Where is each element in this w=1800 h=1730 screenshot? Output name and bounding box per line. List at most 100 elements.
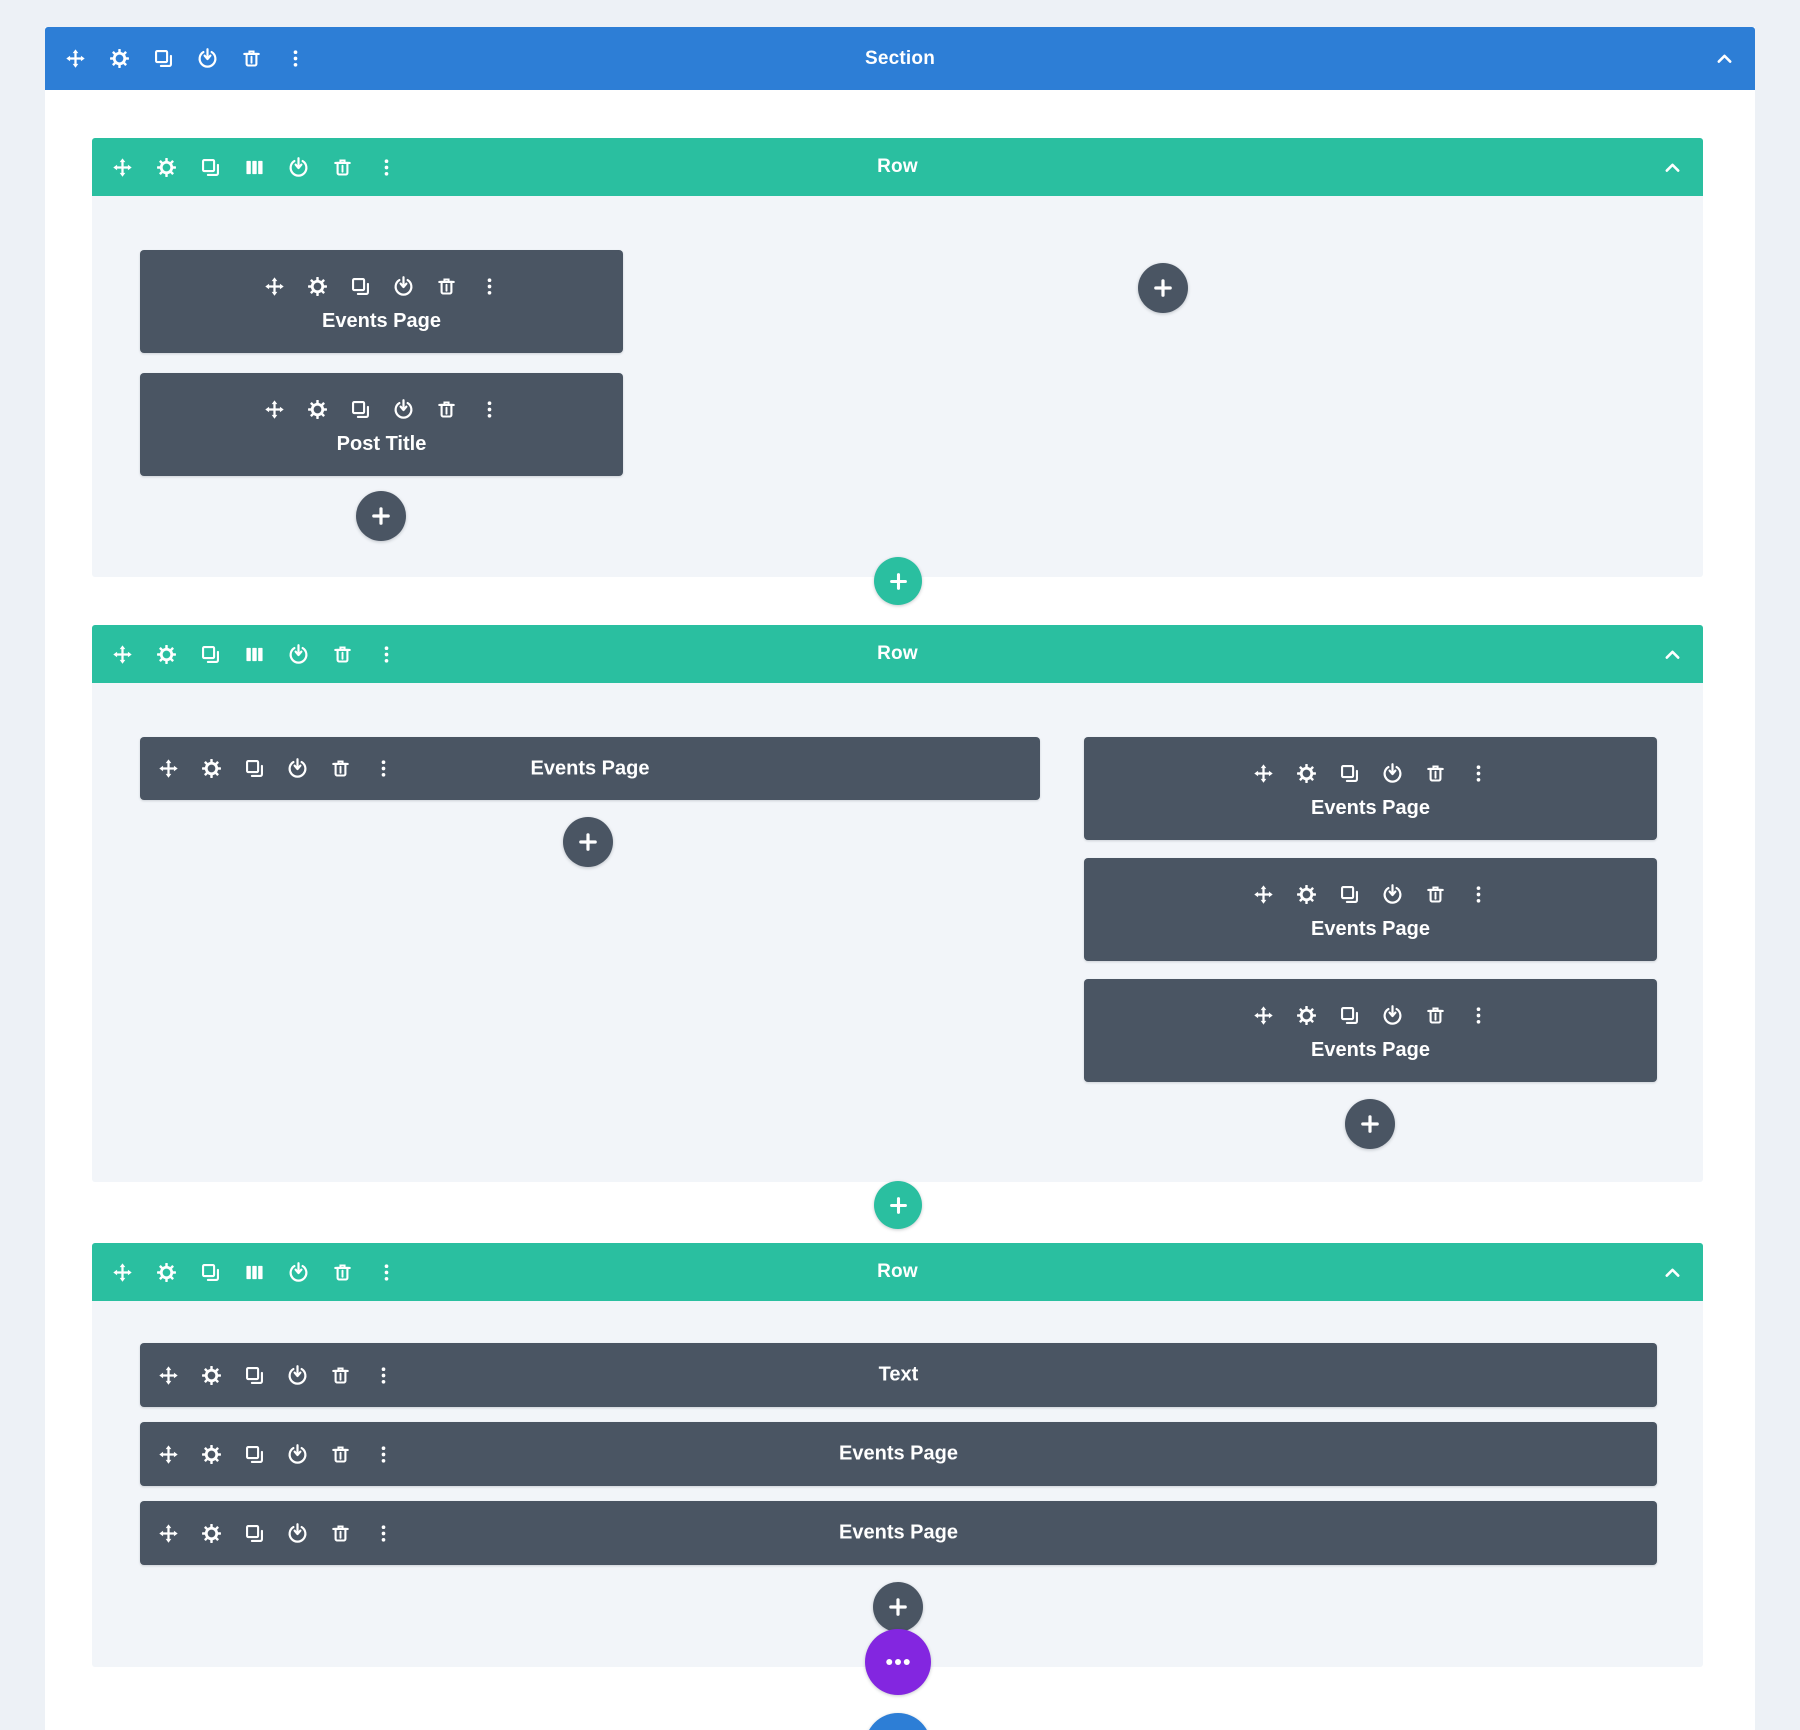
gear-icon[interactable] xyxy=(1296,763,1317,784)
duplicate-icon[interactable] xyxy=(200,644,221,665)
duplicate-icon[interactable] xyxy=(153,48,174,69)
module-events-page[interactable]: Events Page xyxy=(1084,858,1657,961)
chevron-up-icon[interactable] xyxy=(1662,157,1683,178)
module-title: Events Page xyxy=(322,310,441,332)
column-structure-icon[interactable] xyxy=(244,157,265,178)
row-header-bar[interactable]: Row xyxy=(92,625,1703,683)
move-icon[interactable] xyxy=(112,157,133,178)
add-row-button[interactable] xyxy=(874,1181,922,1229)
save-icon[interactable] xyxy=(393,399,414,420)
more-dots-icon[interactable] xyxy=(376,644,397,665)
save-icon[interactable] xyxy=(288,644,309,665)
add-module-button[interactable] xyxy=(356,491,406,541)
section-toolbar xyxy=(65,27,306,90)
move-icon[interactable] xyxy=(112,644,133,665)
add-row-button[interactable] xyxy=(874,557,922,605)
gear-icon[interactable] xyxy=(156,157,177,178)
module-toolbar xyxy=(264,399,500,420)
column-structure-icon[interactable] xyxy=(244,1262,265,1283)
move-icon[interactable] xyxy=(65,48,86,69)
trash-icon[interactable] xyxy=(332,157,353,178)
module-post-title[interactable]: Post Title xyxy=(140,373,623,476)
row-header-bar[interactable]: Row xyxy=(92,1243,1703,1301)
more-dots-icon[interactable] xyxy=(1468,1005,1489,1026)
more-dots-icon[interactable] xyxy=(376,157,397,178)
row-toolbar xyxy=(112,625,397,683)
save-icon[interactable] xyxy=(393,276,414,297)
move-icon[interactable] xyxy=(1253,884,1274,905)
move-icon[interactable] xyxy=(264,276,285,297)
add-section-button[interactable] xyxy=(865,1713,931,1730)
gear-icon[interactable] xyxy=(307,399,328,420)
move-icon[interactable] xyxy=(1253,763,1274,784)
module-title: Events Page xyxy=(1311,918,1430,940)
save-icon[interactable] xyxy=(1382,763,1403,784)
chevron-up-icon[interactable] xyxy=(1662,644,1683,665)
gear-icon[interactable] xyxy=(1296,1005,1317,1026)
duplicate-icon[interactable] xyxy=(350,399,371,420)
chevron-up-icon[interactable] xyxy=(1714,48,1735,69)
row-container: Row Events Page xyxy=(92,625,1703,1182)
module-title: Post Title xyxy=(336,433,427,455)
module-events-page[interactable]: Events Page xyxy=(140,1501,1657,1565)
gear-icon[interactable] xyxy=(156,1262,177,1283)
module-text[interactable]: Text xyxy=(140,1343,1657,1407)
more-dots-icon[interactable] xyxy=(479,276,500,297)
duplicate-icon[interactable] xyxy=(200,1262,221,1283)
column-structure-icon[interactable] xyxy=(244,644,265,665)
move-icon[interactable] xyxy=(1253,1005,1274,1026)
module-toolbar xyxy=(1253,1005,1489,1026)
save-icon[interactable] xyxy=(288,157,309,178)
trash-icon[interactable] xyxy=(1425,763,1446,784)
trash-icon[interactable] xyxy=(332,644,353,665)
row-label: Row xyxy=(877,1261,918,1282)
add-module-button[interactable] xyxy=(1138,263,1188,313)
save-icon[interactable] xyxy=(288,1262,309,1283)
more-dots-icon[interactable] xyxy=(1468,884,1489,905)
trash-icon[interactable] xyxy=(436,276,457,297)
duplicate-icon[interactable] xyxy=(350,276,371,297)
row-header-bar[interactable]: Row xyxy=(92,138,1703,196)
trash-icon[interactable] xyxy=(241,48,262,69)
move-icon[interactable] xyxy=(112,1262,133,1283)
module-toolbar xyxy=(1253,884,1489,905)
save-icon[interactable] xyxy=(197,48,218,69)
gear-icon[interactable] xyxy=(109,48,130,69)
module-toolbar xyxy=(264,276,500,297)
gear-icon[interactable] xyxy=(307,276,328,297)
gear-icon[interactable] xyxy=(1296,884,1317,905)
expand-actions-button[interactable] xyxy=(865,1629,931,1695)
chevron-up-icon[interactable] xyxy=(1662,1262,1683,1283)
duplicate-icon[interactable] xyxy=(1339,884,1360,905)
module-title: Events Page xyxy=(530,757,650,779)
more-dots-icon[interactable] xyxy=(1468,763,1489,784)
save-icon[interactable] xyxy=(1382,884,1403,905)
move-icon[interactable] xyxy=(264,399,285,420)
module-title: Events Page xyxy=(839,1521,958,1544)
more-dots-icon[interactable] xyxy=(479,399,500,420)
section-header-bar[interactable]: Section xyxy=(45,27,1755,90)
trash-icon[interactable] xyxy=(1425,1005,1446,1026)
add-module-button[interactable] xyxy=(1345,1099,1395,1149)
duplicate-icon[interactable] xyxy=(200,157,221,178)
add-module-button[interactable] xyxy=(563,817,613,867)
module-events-page[interactable]: Events Page xyxy=(1084,737,1657,840)
module-events-page[interactable]: Events Page xyxy=(140,1422,1657,1486)
duplicate-icon[interactable] xyxy=(1339,1005,1360,1026)
module-events-page[interactable]: Events Page xyxy=(140,737,1040,800)
module-title: Text xyxy=(878,1363,919,1386)
more-dots-icon[interactable] xyxy=(285,48,306,69)
more-dots-icon[interactable] xyxy=(376,1262,397,1283)
trash-icon[interactable] xyxy=(436,399,457,420)
module-events-page[interactable]: Events Page xyxy=(140,250,623,353)
section-container: Section Row xyxy=(45,27,1755,1730)
save-icon[interactable] xyxy=(1382,1005,1403,1026)
trash-icon[interactable] xyxy=(1425,884,1446,905)
trash-icon[interactable] xyxy=(332,1262,353,1283)
add-module-button[interactable] xyxy=(873,1582,923,1632)
module-title: Events Page xyxy=(1311,1039,1430,1061)
duplicate-icon[interactable] xyxy=(1339,763,1360,784)
row-toolbar xyxy=(112,138,397,196)
gear-icon[interactable] xyxy=(156,644,177,665)
module-events-page[interactable]: Events Page xyxy=(1084,979,1657,1082)
